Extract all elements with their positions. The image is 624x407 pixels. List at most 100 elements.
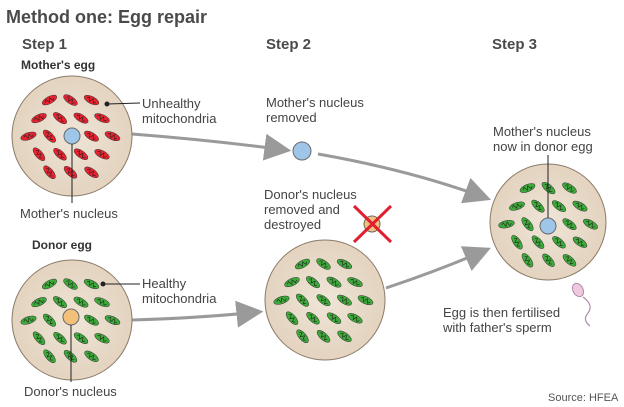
mitochondria-crista <box>329 314 339 322</box>
pointer-dot <box>104 101 110 107</box>
mitochondria-crista <box>565 220 574 228</box>
mitochondria-crista <box>522 185 533 191</box>
mitochondria-icon <box>572 200 588 212</box>
mitochondria-crista <box>534 238 542 247</box>
donors-nucleus-label: Donor's nucleus <box>24 384 117 399</box>
mitochondria-crista <box>360 296 371 304</box>
mitochondria-crista <box>534 202 542 210</box>
mitochondria-icon <box>73 296 89 308</box>
nucleus-removed-line1: Mother's nucleus <box>266 95 364 110</box>
mitochondria-crista <box>45 316 54 325</box>
mitochondria-crista <box>501 221 512 228</box>
mothers-nucleus-label: Mother's nucleus <box>20 206 118 221</box>
mitochondria-icon <box>83 278 100 290</box>
mitochondria-crista <box>319 296 328 304</box>
arrow-donor-to-step2 <box>131 300 264 328</box>
mitochondria-icon <box>63 94 78 106</box>
mitochondria-crista <box>288 314 296 323</box>
mitochondria-icon <box>337 294 352 306</box>
mitochondria-crista <box>46 168 53 177</box>
mitochondria-icon <box>316 258 331 270</box>
mitochondria-icon <box>511 235 523 250</box>
nucleus-now-line2: now in donor egg <box>493 139 593 154</box>
mitochondria-icon <box>519 183 536 193</box>
mitochondria-icon <box>32 331 46 345</box>
mitochondria-crista <box>586 220 595 228</box>
mitochondria-icon <box>43 313 56 327</box>
mitochondria-icon <box>43 129 56 143</box>
mitochondria-crista <box>35 150 43 159</box>
mitochondria-icon <box>63 278 78 290</box>
mitochondria-crista <box>76 298 86 306</box>
mitochondria-crista <box>555 238 563 247</box>
healthy-label-line2: mitochondria <box>142 291 217 306</box>
mitochondria-icon <box>296 329 309 344</box>
mitochondria-icon <box>73 112 89 124</box>
mitochondria-icon <box>84 166 99 179</box>
sperm-icon <box>571 282 591 327</box>
mitochondria-icon <box>284 277 300 288</box>
mitochondria-crista <box>350 314 360 322</box>
mitochondria-icon <box>43 165 56 180</box>
mitochondria-icon <box>531 199 545 213</box>
mothers-egg-label: Mother's egg <box>21 58 96 72</box>
mitochondria-crista <box>329 278 339 286</box>
mitochondria-crista <box>56 298 64 306</box>
mitochondria-icon <box>104 315 121 326</box>
mitochondria-icon <box>84 350 99 363</box>
mitochondria-icon <box>552 200 566 212</box>
mitochondria-icon <box>94 113 110 123</box>
mitochondria-crista <box>23 317 34 324</box>
mitochondria-icon <box>562 182 577 194</box>
mitochondria-icon <box>336 258 353 270</box>
mitochondria-icon <box>326 312 342 324</box>
mitochondria-crista <box>44 281 55 287</box>
mitochondria-icon <box>562 218 577 231</box>
mitochondria-icon <box>42 94 57 106</box>
source-note: Source: HFEA <box>548 392 619 404</box>
mitochondria-crista <box>340 332 349 341</box>
mitochondria-crista <box>97 298 107 306</box>
egg-cell <box>11 75 133 197</box>
mitochondria-crista <box>554 202 564 210</box>
mitochondria-crista <box>66 280 75 288</box>
cross-stroke <box>352 204 393 244</box>
healthy-label-line1: Healthy <box>142 276 187 291</box>
mitochondria-icon <box>542 253 555 267</box>
mitochondria-icon <box>31 297 47 308</box>
mitochondria-icon <box>94 333 110 344</box>
sperm-tail <box>582 296 591 327</box>
mitochondria-icon <box>53 112 67 125</box>
mitochondria-icon <box>316 330 331 343</box>
mitochondria-crista <box>46 352 53 361</box>
fertilised-line2: with father's sperm <box>443 320 552 335</box>
mitochondria-crista <box>575 202 585 210</box>
mitochondria-icon <box>562 254 577 267</box>
mitochondria-crista <box>76 114 86 122</box>
mitochondria-icon <box>357 295 374 306</box>
mitochondria-icon <box>53 296 67 309</box>
mitochondria-crista <box>56 150 64 159</box>
diagram-title: Method one: Egg repair <box>6 7 208 27</box>
mitochondria-crista <box>87 132 96 140</box>
mitochondria-crista <box>87 316 96 324</box>
mitochondria-crista <box>319 260 328 268</box>
mitochondria-crista <box>35 334 43 343</box>
mitochondria-icon <box>572 236 588 248</box>
mitochondria-crista <box>56 334 64 343</box>
mitochondria-crista <box>76 334 86 342</box>
mitochondria-crista <box>86 280 97 288</box>
mitochondria-crista <box>340 296 349 304</box>
nucleus-icon <box>63 127 81 145</box>
mitochondria-icon <box>84 130 99 142</box>
unhealthy-label-line2: mitochondria <box>142 111 217 126</box>
arrow-step2-to-step3 <box>385 246 491 290</box>
mitochondria-icon <box>32 147 46 161</box>
mitochondria-crista <box>565 256 574 265</box>
mitochondria-crista <box>97 114 107 122</box>
donor-removed-line3: destroyed <box>264 217 322 232</box>
mitochondria-crista <box>34 115 44 121</box>
cross-icon <box>352 204 393 244</box>
